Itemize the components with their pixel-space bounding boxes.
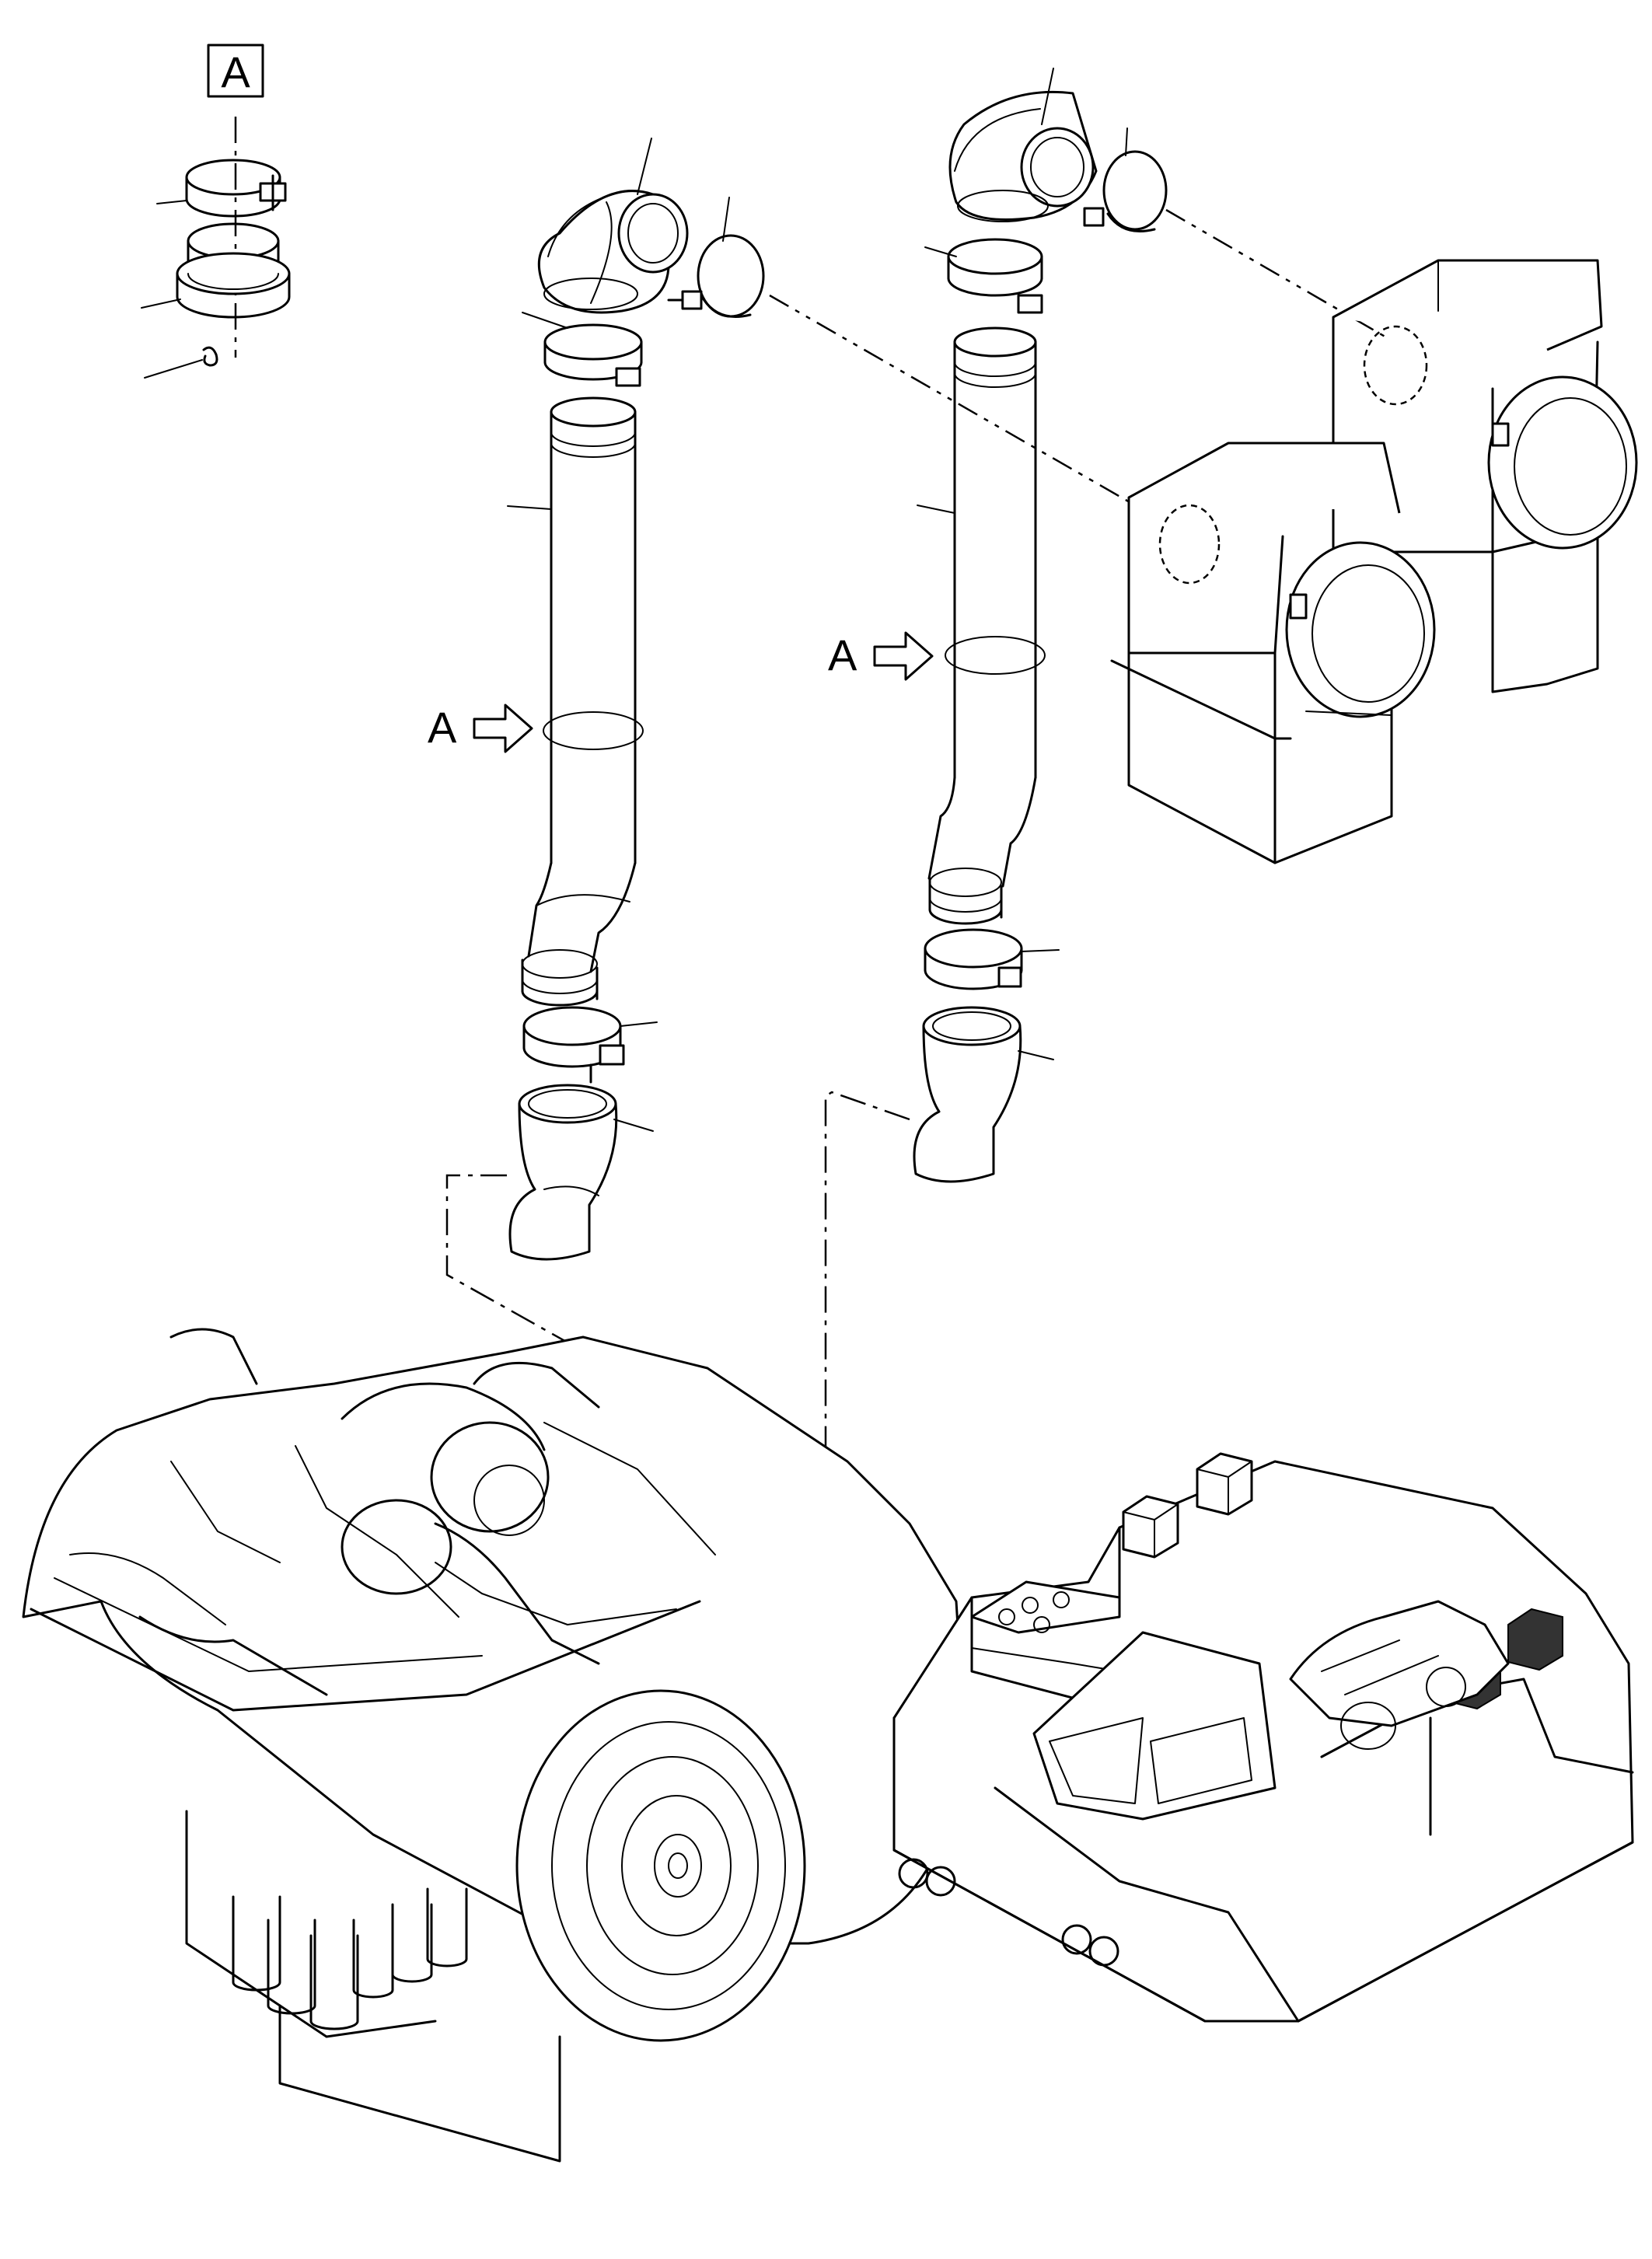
right-elbow-clamp (1083, 150, 1168, 232)
left-long-pipe (521, 396, 644, 1007)
callout-a-left-arrow (473, 704, 533, 753)
left-upper-clamp (543, 323, 643, 387)
detail-clamp (185, 159, 287, 218)
air-filter-front (1110, 442, 1436, 864)
left-intake-assembly: A (428, 138, 1136, 1626)
detail-clip (202, 346, 218, 367)
right-reducer-boot (913, 1006, 1022, 1183)
right-intake-assembly: A (811, 68, 1388, 1517)
air-filter-rear (1332, 259, 1638, 693)
machine-control-panel (970, 1580, 1121, 1634)
right-elbow (948, 90, 1098, 222)
callout-a-left-label: A (428, 703, 457, 752)
left-lower-clamp (522, 1006, 625, 1084)
engine-flywheel (515, 1689, 806, 2042)
callout-a-right-arrow (873, 631, 934, 681)
right-lower-clamp (924, 928, 1023, 990)
engine-illustration (22, 1328, 966, 2163)
detail-a-group: A (141, 44, 291, 379)
right-long-pipe (927, 326, 1046, 925)
detail-a-label: A (221, 47, 250, 96)
detail-ring (176, 222, 291, 319)
left-elbow (537, 190, 689, 314)
detail-a-box (207, 44, 264, 98)
machine-engine-mini (1289, 1600, 1510, 1750)
machine-cab (1032, 1631, 1277, 1821)
engine-filters (232, 1887, 468, 2030)
left-elbow-clamp (667, 234, 765, 318)
air-filter-boxes (1110, 259, 1638, 864)
callout-a-right-label: A (828, 630, 857, 679)
right-upper-clamp (947, 238, 1043, 314)
machine-frame (892, 1452, 1634, 2023)
left-reducer-boot (508, 1084, 618, 1261)
air-filter-location-markers (1122, 1452, 1563, 1710)
machine-wheels (898, 1858, 1119, 1967)
